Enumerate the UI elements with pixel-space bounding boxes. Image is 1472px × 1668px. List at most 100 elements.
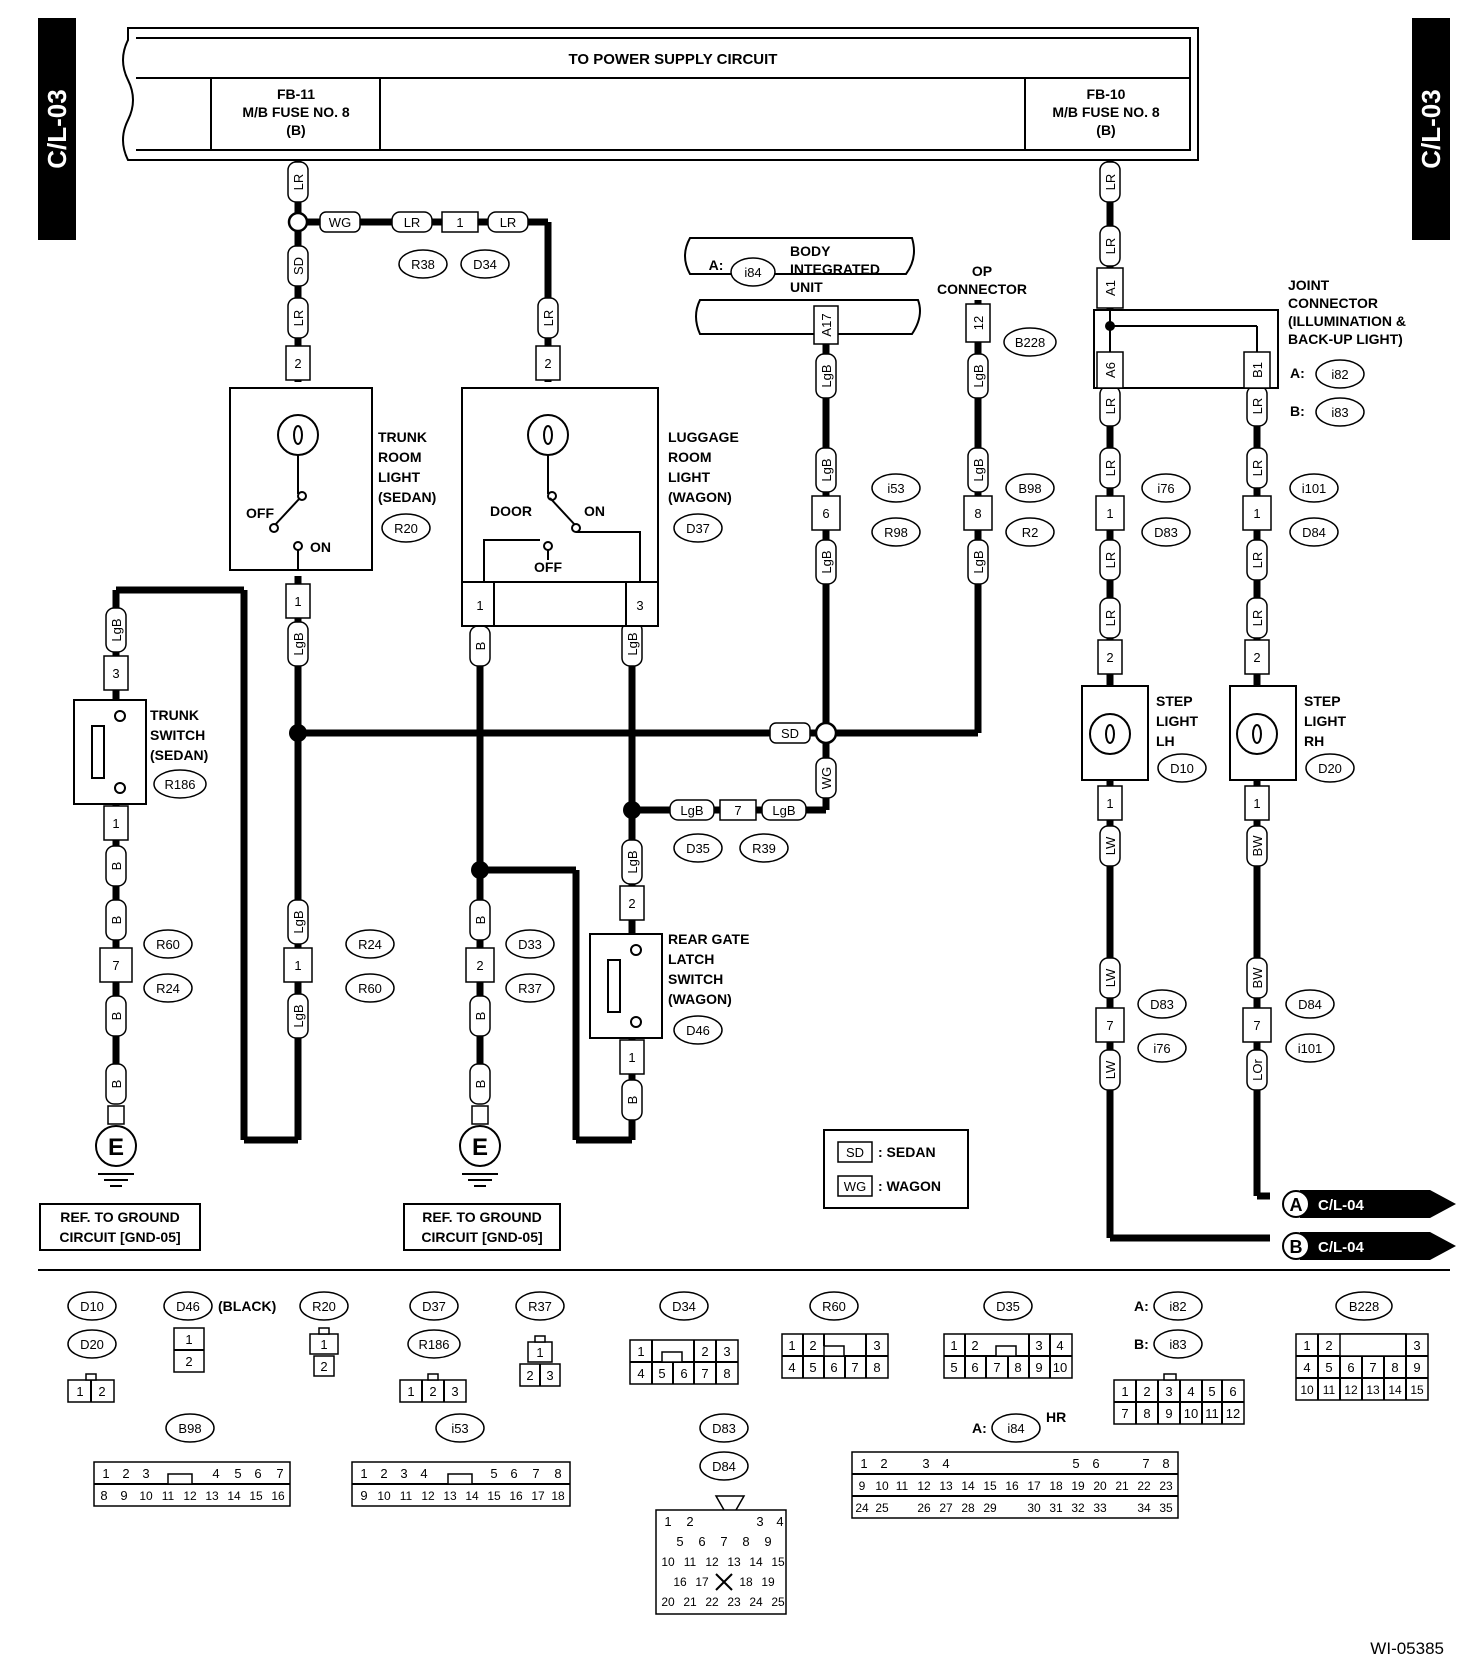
svg-text:B: B [625,1096,640,1105]
diagram-id: WI-05385 [1370,1639,1444,1658]
svg-text:B:: B: [1290,403,1305,419]
svg-text:i76: i76 [1153,1041,1170,1056]
svg-text:LW: LW [1103,836,1118,855]
power-supply-box: TO POWER SUPPLY CIRCUIT FB-11 M/B FUSE N… [122,27,1199,161]
svg-text:2: 2 [1143,1384,1150,1399]
svg-text:(B): (B) [1096,122,1115,138]
svg-text:(BLACK): (BLACK) [218,1298,276,1314]
svg-text:LR: LR [1250,552,1265,569]
svg-text:R60: R60 [156,937,180,952]
svg-text:7: 7 [112,958,119,973]
svg-text:B: B [109,1012,124,1021]
step-light-rh: STEP LIGHT RH D20 [1229,685,1355,783]
rear-gate-latch-switch: REAR GATE LATCH SWITCH (WAGON) D46 [589,931,749,1045]
svg-text:15: 15 [249,1489,263,1503]
side-tab-right: C/L-03 [1412,18,1450,240]
svg-text:R20: R20 [312,1299,336,1314]
svg-text:4: 4 [1303,1360,1310,1375]
svg-text:6: 6 [1092,1456,1099,1471]
svg-text:B: B [109,1080,124,1089]
svg-text:2: 2 [476,958,483,973]
svg-text:9: 9 [1413,1360,1420,1375]
svg-text:i83: i83 [1169,1337,1186,1352]
side-tab-left: C/L-03 [38,18,76,240]
svg-text:D33: D33 [518,937,542,952]
svg-text:WG: WG [844,1179,866,1194]
luggage-room-light: DOOR ON OFF 1 3 LUGGAGE ROOM LIGHT (WAGO… [461,387,739,627]
svg-text:2: 2 [628,896,635,911]
svg-text:LR: LR [1250,610,1265,627]
svg-text:UNIT: UNIT [790,279,823,295]
svg-text:17: 17 [531,1489,545,1503]
svg-text:B: B [473,916,488,925]
svg-text:LgB: LgB [772,803,795,818]
output-a: A C/L-04 [1282,1190,1456,1218]
svg-text:9: 9 [859,1479,866,1493]
svg-text:2: 2 [1106,650,1113,665]
svg-text:2: 2 [526,1368,533,1383]
svg-text:B1: B1 [1250,362,1265,378]
svg-text:i82: i82 [1169,1299,1186,1314]
svg-text:2: 2 [880,1456,887,1471]
svg-text:2: 2 [294,356,301,371]
svg-text:C/L-03: C/L-03 [42,89,72,168]
svg-text:6: 6 [254,1466,261,1481]
svg-text:1: 1 [407,1384,414,1399]
svg-text:2: 2 [544,356,551,371]
svg-text:LATCH: LATCH [668,951,714,967]
svg-text:3: 3 [400,1466,407,1481]
svg-text:R60: R60 [822,1299,846,1314]
svg-text:REF. TO GROUND: REF. TO GROUND [422,1209,542,1225]
svg-text:i84: i84 [1007,1421,1024,1436]
svg-text:HR: HR [1046,1409,1066,1425]
svg-text:LgB: LgB [625,632,640,655]
svg-text:D83: D83 [712,1421,736,1436]
svg-text:E: E [108,1134,124,1161]
svg-text:18: 18 [551,1489,565,1503]
svg-text:D84: D84 [1302,525,1326,540]
junctions [287,211,838,879]
svg-text:6: 6 [680,1366,687,1381]
vertical-wire-labels: LR SD LR LR LgB B LgB LgB B B B B LgB Lg… [105,161,1268,1121]
svg-text:22: 22 [1137,1479,1151,1493]
svg-text:8: 8 [100,1488,107,1503]
svg-text:TRUNK: TRUNK [150,707,199,723]
svg-text:D84: D84 [712,1459,736,1474]
svg-text:27: 27 [939,1501,953,1515]
svg-text:LgB: LgB [680,803,703,818]
svg-text:1: 1 [664,1514,671,1529]
svg-text:LgB: LgB [819,364,834,387]
svg-text:1: 1 [76,1384,83,1399]
svg-text:5: 5 [490,1466,497,1481]
svg-text:LgB: LgB [291,1004,306,1027]
svg-text:LgB: LgB [971,550,986,573]
svg-text:LUGGAGE: LUGGAGE [668,429,739,445]
svg-text:5: 5 [809,1360,816,1375]
svg-text:13: 13 [205,1489,219,1503]
svg-text:5: 5 [658,1366,665,1381]
svg-text:E: E [472,1134,488,1161]
svg-text:LIGHT: LIGHT [1156,713,1198,729]
svg-text:6: 6 [830,1360,837,1375]
svg-text:11: 11 [684,1555,697,1569]
svg-text:D20: D20 [80,1337,104,1352]
svg-text:R38: R38 [411,257,435,272]
svg-text:R98: R98 [884,525,908,540]
svg-text:2: 2 [809,1338,816,1353]
svg-text:INTEGRATED: INTEGRATED [790,261,880,277]
svg-text:OFF: OFF [246,505,274,521]
svg-text:1: 1 [950,1338,957,1353]
svg-text:5: 5 [676,1534,683,1549]
svg-text:LR: LR [1250,398,1265,415]
svg-text:B: B [109,916,124,925]
svg-text:A1: A1 [1103,280,1118,296]
svg-text:2: 2 [185,1354,192,1369]
svg-text:10: 10 [139,1489,153,1503]
svg-text:ON: ON [310,539,331,555]
svg-text:1: 1 [1253,506,1260,521]
svg-text:LR: LR [291,174,306,191]
svg-text:A:: A: [1290,365,1305,381]
svg-text:TRUNK: TRUNK [378,429,427,445]
svg-text:(B): (B) [286,122,305,138]
svg-text:2: 2 [686,1514,693,1529]
